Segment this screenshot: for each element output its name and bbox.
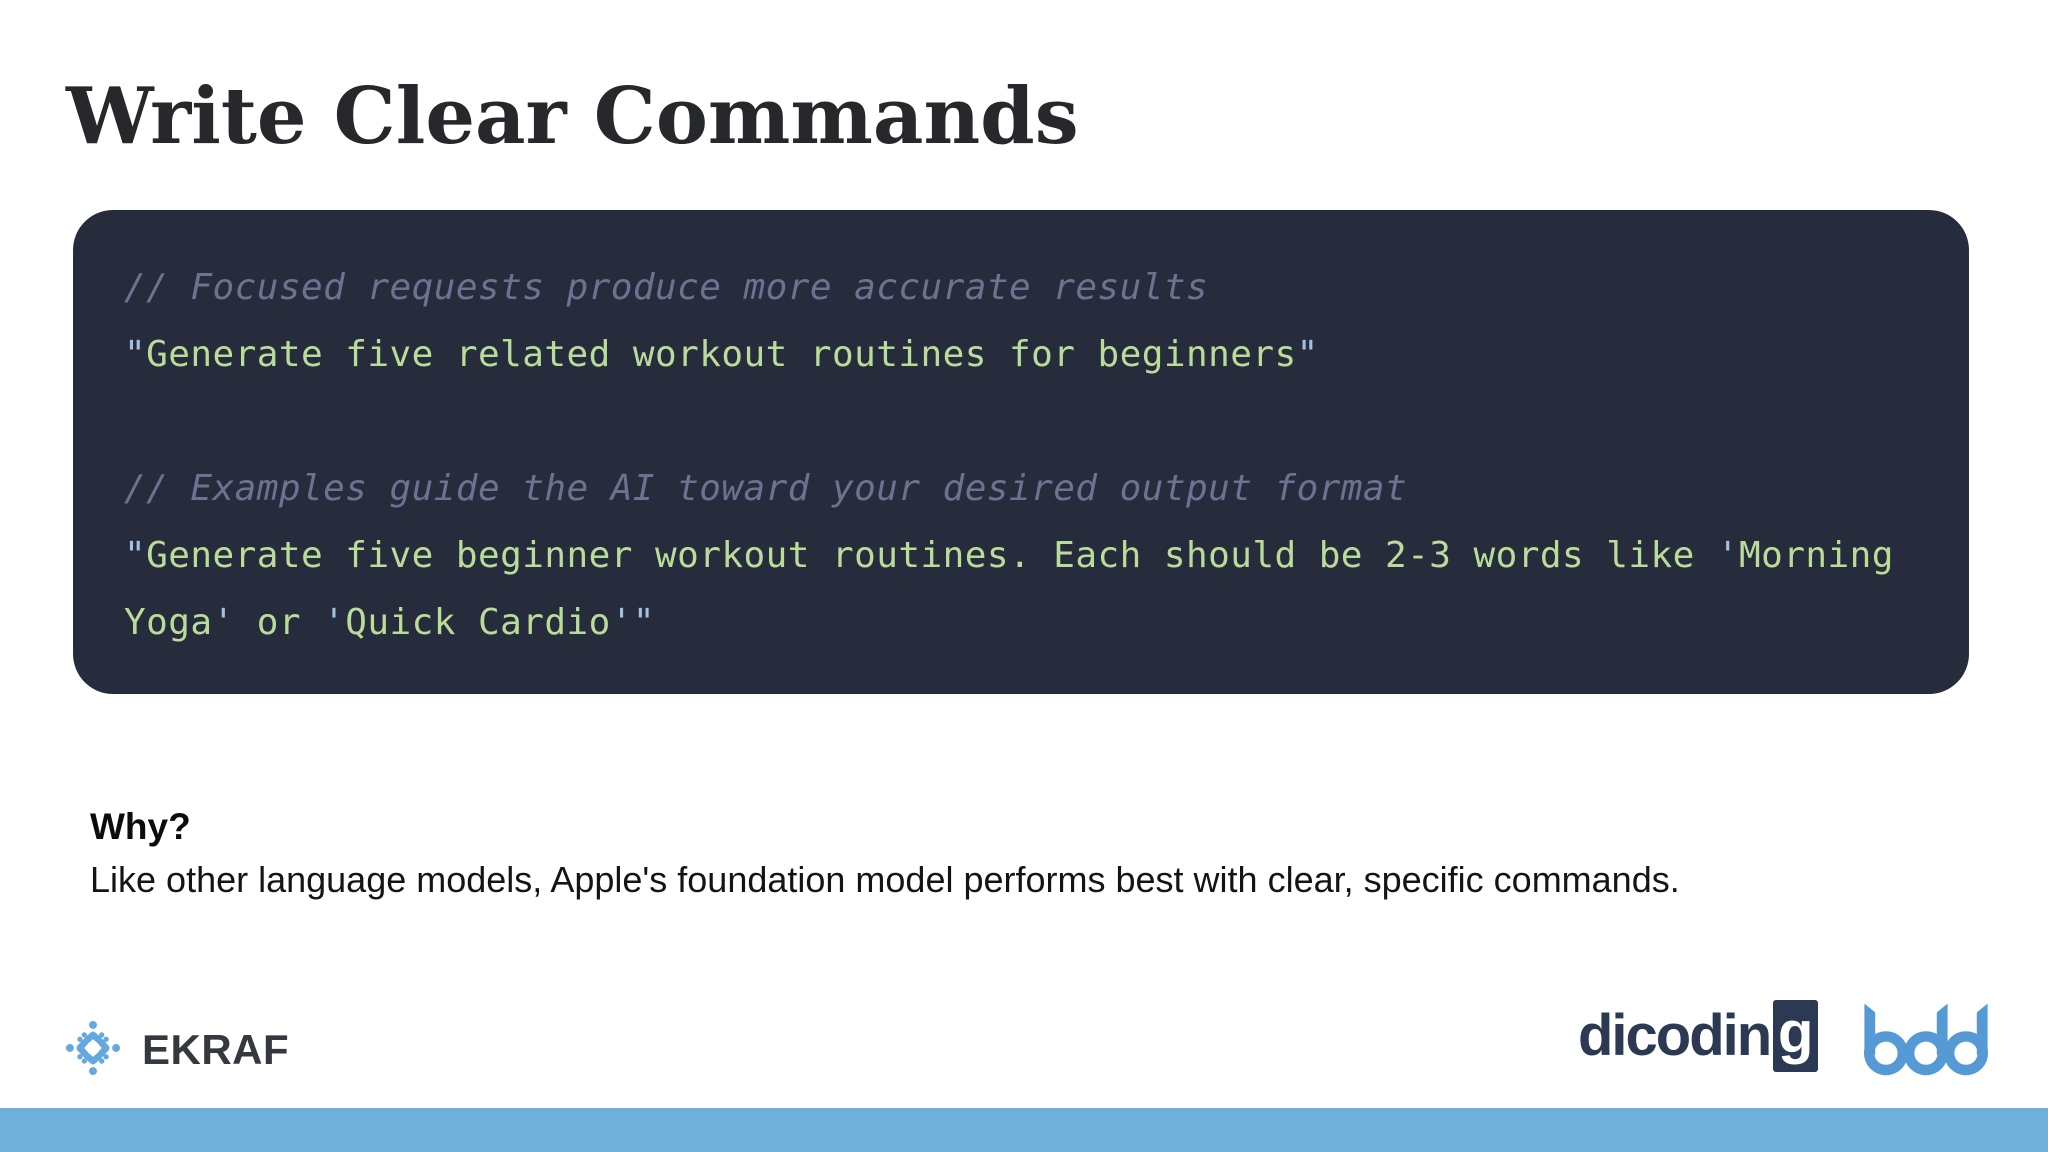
ekraf-logo: EKRAF bbox=[60, 1012, 289, 1088]
ekraf-snowflake-icon bbox=[60, 1013, 126, 1088]
ekraf-wordmark: EKRAF bbox=[142, 1026, 290, 1073]
why-heading: Why? bbox=[90, 806, 191, 847]
bottom-accent-bar bbox=[0, 1108, 2048, 1152]
bdd-wordmark-icon bbox=[1862, 1003, 1990, 1086]
page-title: Write Clear Commands bbox=[66, 71, 1079, 162]
code-line: // Examples guide the AI toward your des… bbox=[124, 468, 1408, 509]
why-body: Like other language models, Apple's foun… bbox=[90, 859, 1680, 900]
code-line: // Focused requests produce more accurat… bbox=[124, 267, 1209, 308]
bdd-logo bbox=[1862, 1002, 1990, 1087]
code-line: "Generate five related workout routines … bbox=[124, 334, 1319, 375]
code-line: "Generate five beginner workout routines… bbox=[124, 535, 1917, 643]
code-line bbox=[124, 388, 1918, 455]
code-block: // Focused requests produce more accurat… bbox=[73, 210, 1969, 694]
why-section: Why? Like other language models, Apple's… bbox=[90, 800, 1950, 906]
dicoding-wordmark: dicodin bbox=[1578, 1003, 1772, 1068]
dicoding-g-badge: g bbox=[1773, 1000, 1819, 1072]
